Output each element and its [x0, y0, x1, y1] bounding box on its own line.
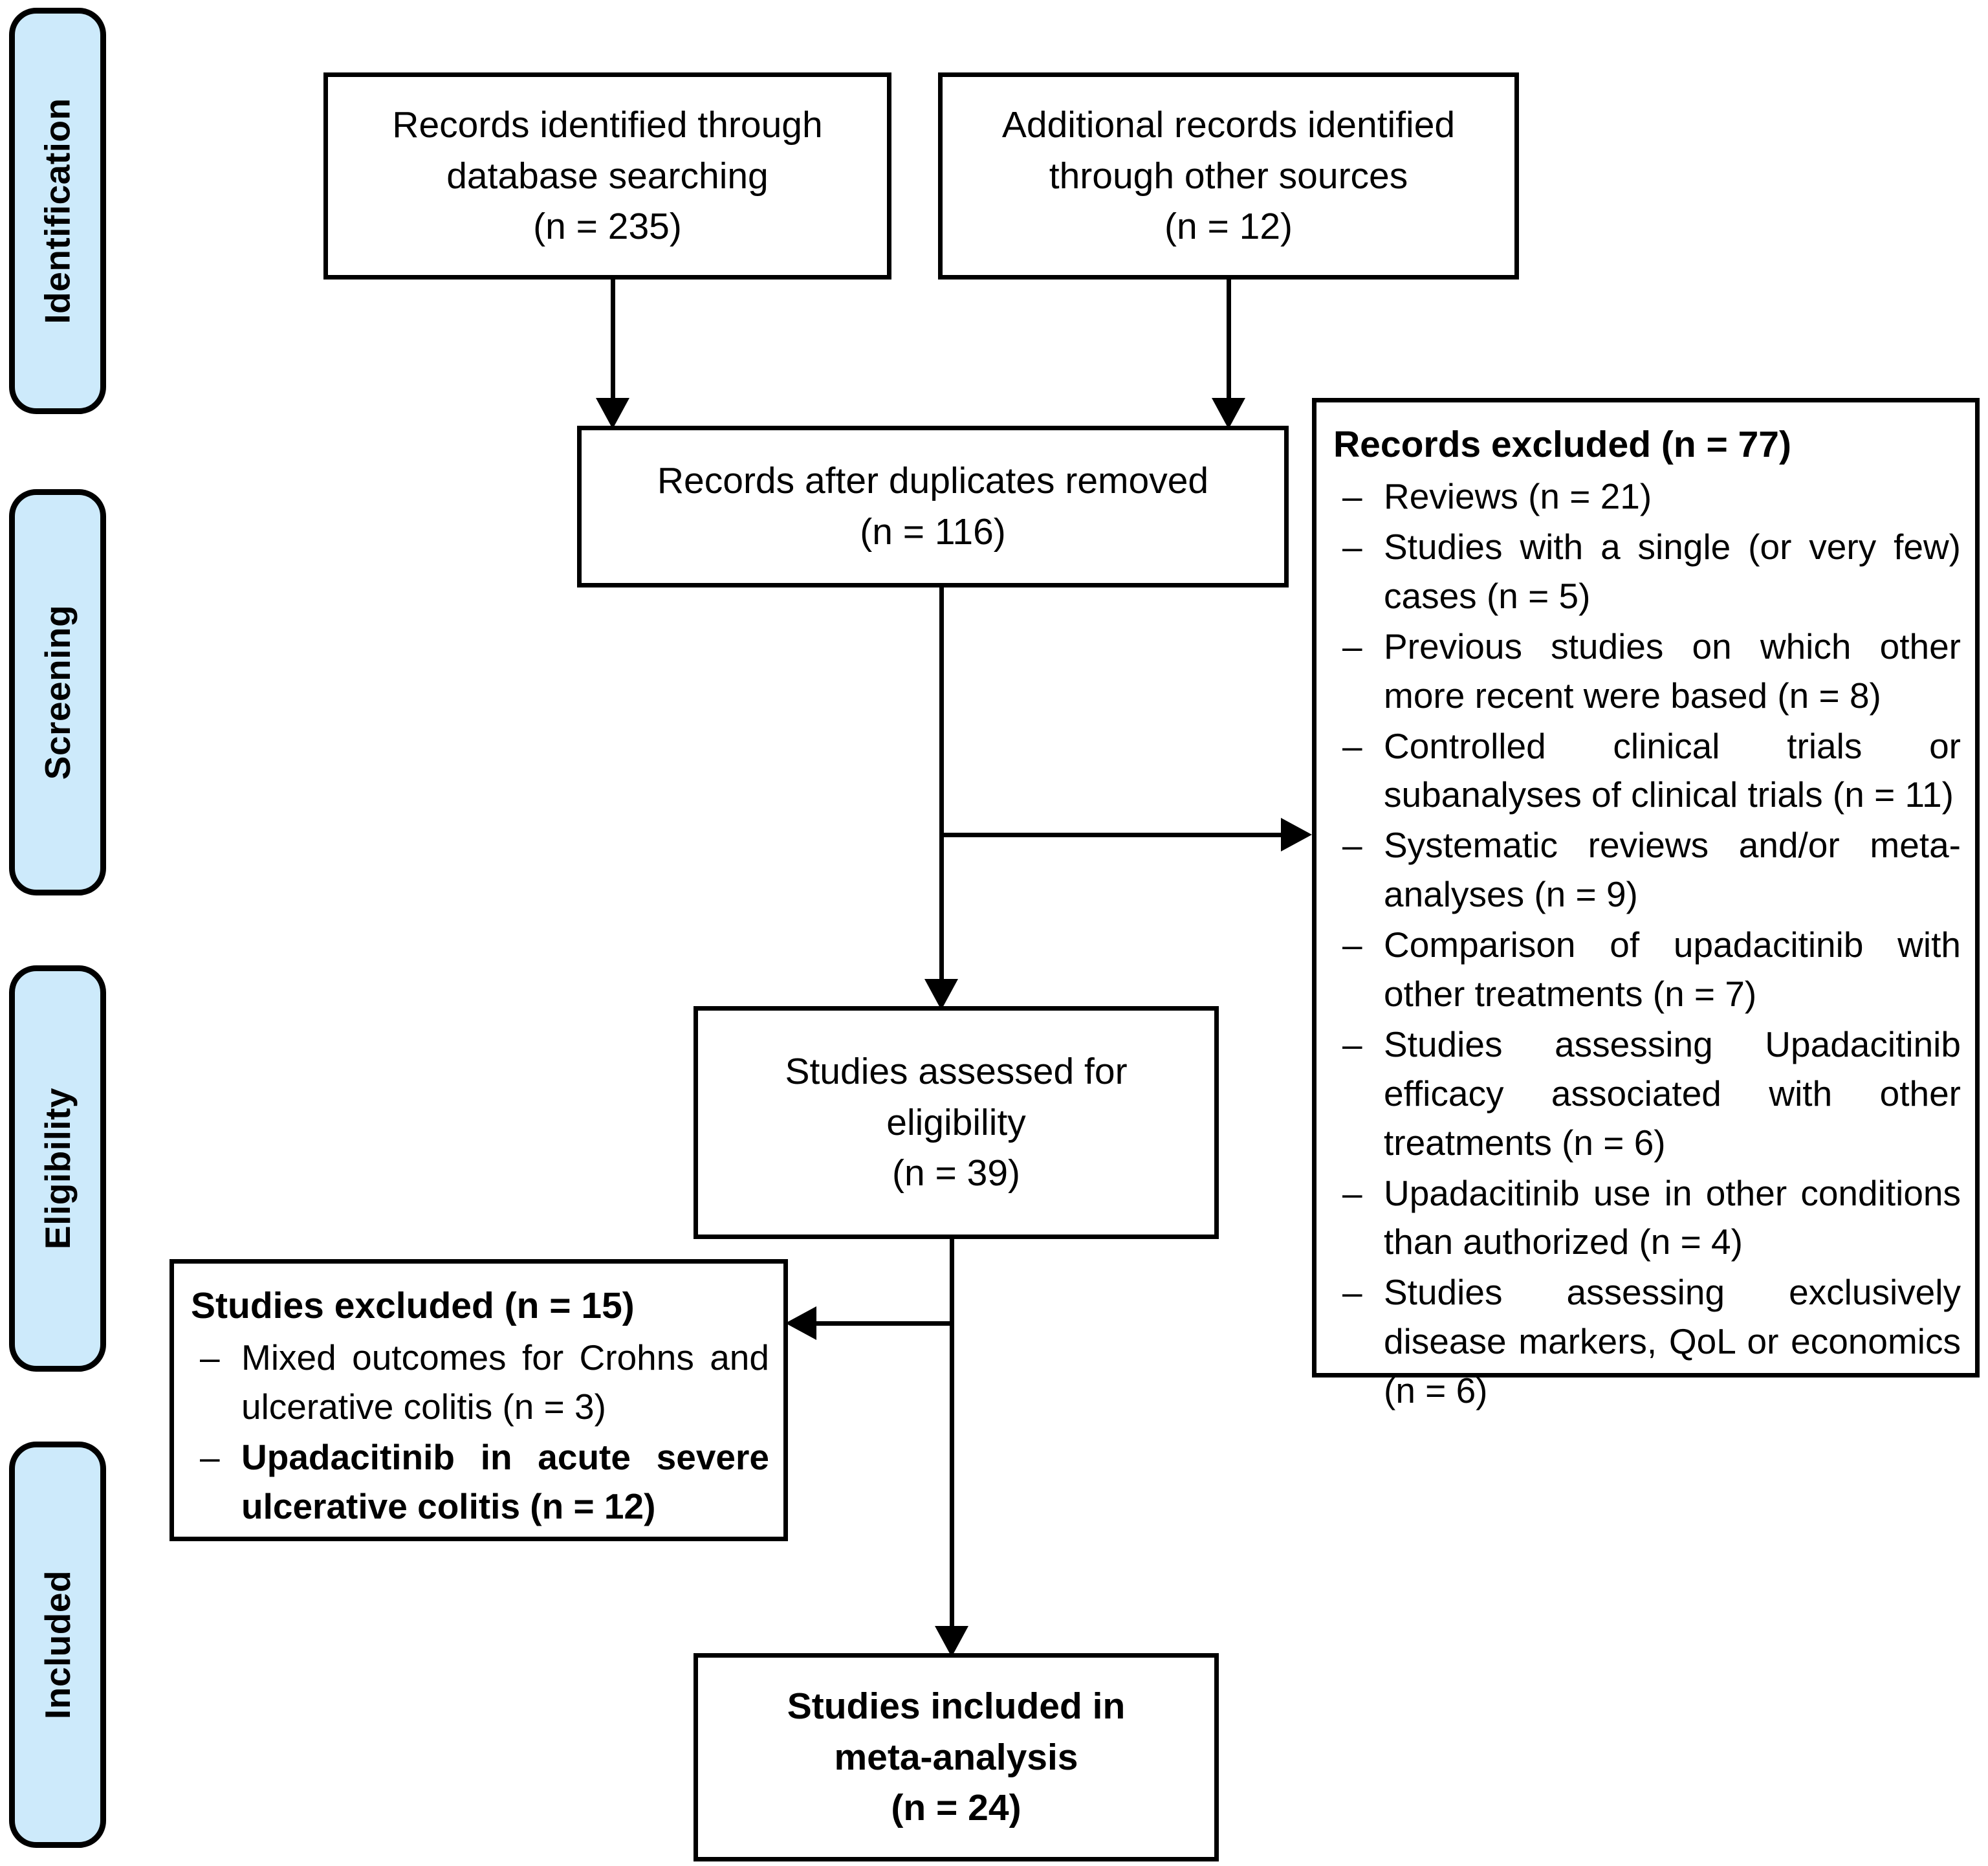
box-studies-assessed-for-eligibility: Studies assessed for eligibility (n = 39… — [694, 1006, 1219, 1239]
box-studies-included-in-meta-analysis: Studies included in meta-analysis (n = 2… — [694, 1653, 1219, 1861]
records-excluded-item-text: Studies assessing Upadacitinib efficacy … — [1384, 1024, 1961, 1163]
stage-label-included: Included — [38, 1570, 78, 1720]
after-duplicates-count: (n = 116) — [860, 511, 1006, 553]
connector-other-sources-down — [1227, 280, 1231, 404]
other-sources-line2: through other sources — [1049, 155, 1408, 197]
db-search-count: (n = 235) — [533, 206, 682, 248]
box-studies-excluded: Studies excluded (n = 15) – Mixed outcom… — [169, 1259, 788, 1541]
list-item: – Studies assessing exclusively disease … — [1333, 1268, 1961, 1416]
arrow-other-sources-down-head — [1212, 398, 1245, 429]
db-search-line1: Records identified through — [392, 104, 823, 146]
records-excluded-title: Records excluded (n = 77) — [1333, 424, 1791, 465]
connector-main-spine-upper — [939, 587, 944, 985]
dash-icon: – — [1342, 476, 1362, 517]
box-records-after-duplicates-removed: Records after duplicates removed (n = 11… — [577, 426, 1289, 587]
arrow-assessed-head — [924, 979, 958, 1010]
records-excluded-item-text: Comparison of upadacitinib with other tr… — [1384, 925, 1961, 1014]
included-line1: Studies included in — [787, 1685, 1126, 1728]
included-line2: meta-analysis — [834, 1736, 1078, 1778]
after-duplicates-line1: Records after duplicates removed — [657, 460, 1209, 502]
records-excluded-item-text: Studies assessing exclusively disease ma… — [1384, 1272, 1961, 1411]
stage-pill-included: Included — [9, 1442, 106, 1848]
arrow-studies-excluded-head — [785, 1306, 816, 1340]
db-search-line2: database searching — [446, 155, 769, 197]
assessed-count: (n = 39) — [891, 1152, 1021, 1194]
dash-icon: – — [1342, 1272, 1362, 1313]
connector-branch-to-records-excluded — [939, 833, 1281, 837]
dash-icon: – — [1342, 925, 1362, 965]
dash-icon: – — [1342, 725, 1362, 766]
studies-excluded-title: Studies excluded (n = 15) — [191, 1285, 635, 1326]
connector-branch-to-studies-excluded — [816, 1321, 952, 1326]
dash-icon: – — [1342, 526, 1362, 567]
box-records-database-searching: Records identified through database sear… — [323, 72, 891, 280]
records-excluded-list: – Reviews (n = 21) – Studies with a sing… — [1333, 472, 1961, 1416]
records-excluded-item-text: Upadacitinib use in other conditions tha… — [1384, 1172, 1961, 1262]
stage-pill-identification: Identification — [9, 8, 106, 414]
arrow-db-search-down-head — [596, 398, 629, 429]
list-item: – Mixed outcomes for Crohns and ulcerati… — [191, 1334, 769, 1432]
studies-excluded-item-text: Mixed outcomes for Crohns and ulcerative… — [241, 1337, 769, 1427]
list-item: – Controlled clinical trials or subanaly… — [1333, 722, 1961, 820]
connector-main-spine-lower — [950, 1239, 954, 1632]
stage-label-screening: Screening — [38, 604, 78, 780]
stage-pill-screening: Screening — [9, 489, 106, 895]
records-excluded-item-text: Previous studies on which other more rec… — [1384, 626, 1961, 716]
other-sources-line1: Additional records identified — [1001, 104, 1456, 146]
dash-icon: – — [1342, 1172, 1362, 1213]
dash-icon: – — [200, 1436, 220, 1477]
included-count: (n = 24) — [891, 1787, 1021, 1829]
list-item: – Studies assessing Upadacitinib efficac… — [1333, 1020, 1961, 1168]
dash-icon: – — [200, 1337, 220, 1378]
studies-excluded-item-text: Upadacitinib in acute severe ulcerative … — [241, 1436, 769, 1526]
connector-db-search-down — [611, 280, 615, 404]
assessed-line2: eligibility — [886, 1101, 1026, 1143]
stage-pill-eligibility: Eligibility — [9, 965, 106, 1372]
records-excluded-item-text: Controlled clinical trials or subanalyse… — [1384, 725, 1961, 815]
list-item: – Systematic reviews and/or meta-analyse… — [1333, 821, 1961, 919]
arrow-records-excluded-head — [1281, 818, 1312, 851]
list-item: – Upadacitinib in acute severe ulcerativ… — [191, 1433, 769, 1531]
list-item: – Studies with a single (or very few) ca… — [1333, 523, 1961, 621]
box-records-excluded: Records excluded (n = 77) – Reviews (n =… — [1312, 398, 1980, 1410]
assessed-line1: Studies assessed for — [785, 1051, 1128, 1093]
box-additional-records-other-sources: Additional records identified through ot… — [938, 72, 1519, 280]
dash-icon: – — [1342, 825, 1362, 866]
other-sources-count: (n = 12) — [1164, 206, 1293, 248]
records-excluded-item-text: Systematic reviews and/or meta-analyses … — [1384, 825, 1961, 915]
arrow-included-head — [935, 1626, 968, 1657]
list-item: – Previous studies on which other more r… — [1333, 622, 1961, 721]
stage-label-eligibility: Eligibility — [38, 1088, 78, 1249]
dash-icon: – — [1342, 1024, 1362, 1064]
list-item: – Reviews (n = 21) — [1333, 472, 1961, 521]
list-item: – Upadacitinib use in other conditions t… — [1333, 1169, 1961, 1268]
studies-excluded-list: – Mixed outcomes for Crohns and ulcerati… — [191, 1334, 769, 1531]
records-excluded-item-text: Studies with a single (or very few) case… — [1384, 526, 1961, 616]
dash-icon: – — [1342, 626, 1362, 666]
stage-label-identification: Identification — [38, 98, 78, 324]
list-item: – Comparison of upadacitinib with other … — [1333, 921, 1961, 1019]
records-excluded-item-text: Reviews (n = 21) — [1384, 476, 1652, 517]
